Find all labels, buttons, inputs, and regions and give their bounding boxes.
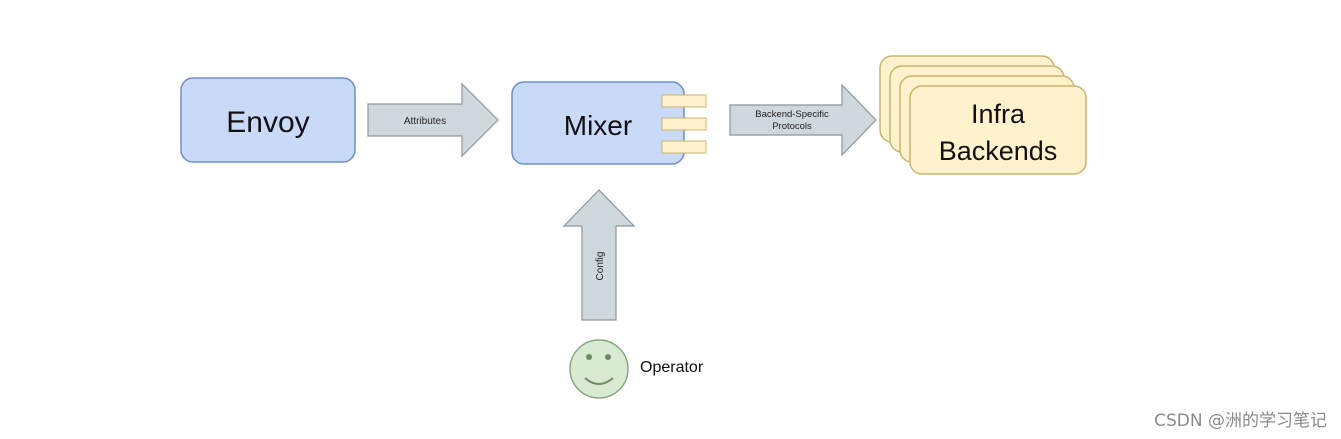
config-label: Config — [595, 252, 606, 281]
protocols-arrow: Backend-Specific Protocols — [729, 83, 877, 157]
envoy-node: Envoy — [180, 77, 356, 163]
protocols-arrow-shape — [729, 83, 877, 157]
infra-backend-card-front — [909, 85, 1087, 175]
watermark-text: CSDN @洲的学习笔记 — [1154, 411, 1327, 431]
mixer-adapter-port-1 — [661, 94, 707, 108]
envoy-label: Envoy — [226, 106, 309, 139]
attributes-arrow-shape — [367, 82, 499, 158]
config-arrow-shape — [562, 189, 636, 321]
config-arrow: Config — [562, 189, 636, 321]
operator-left-eye-icon — [586, 354, 592, 360]
protocols-label-line2: Protocols — [772, 121, 812, 132]
mixer-adapter-port-2 — [661, 117, 707, 131]
operator-node: Operator — [569, 339, 704, 399]
mixer-node: Mixer — [511, 81, 707, 165]
operator-right-eye-icon — [605, 354, 611, 360]
operator-label: Operator — [640, 359, 704, 376]
infra-backends-node: Infra Backends — [879, 55, 1087, 175]
attributes-label: Attributes — [404, 116, 446, 127]
infra-label-line1: Infra — [971, 99, 1026, 129]
operator-face-icon — [569, 339, 629, 399]
mixer-label: Mixer — [564, 110, 632, 141]
infra-label-line2: Backends — [939, 136, 1058, 166]
protocols-label-line1: Backend-Specific — [755, 109, 829, 120]
attributes-arrow: Attributes — [367, 82, 499, 158]
envoy-box — [180, 77, 356, 163]
mixer-adapter-port-3 — [661, 140, 707, 154]
operator-smile-icon — [584, 377, 614, 385]
